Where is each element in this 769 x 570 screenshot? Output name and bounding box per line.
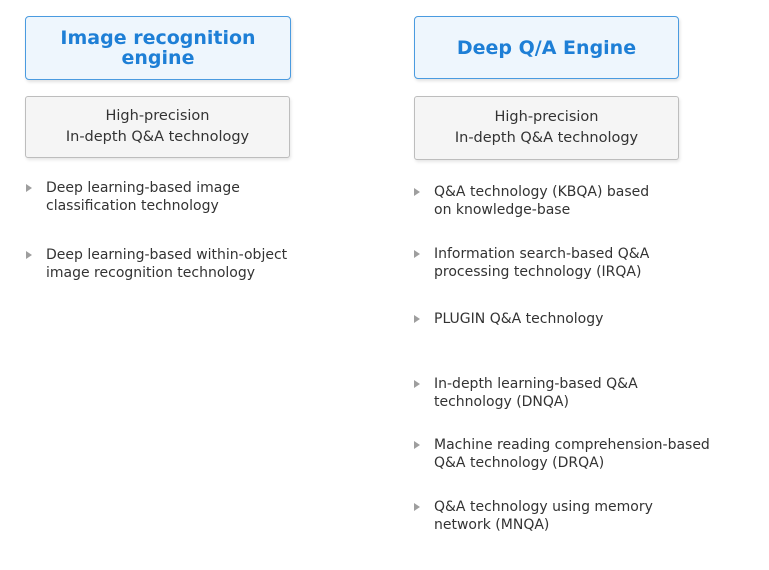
list-item: Q&A technology (KBQA) based on knowledge… xyxy=(414,183,649,219)
left-technology-list: Deep learning-based image classification… xyxy=(26,0,366,570)
list-item-text: Deep learning-based within-object image … xyxy=(46,247,288,281)
list-item-text: Machine reading comprehension-based Q&A … xyxy=(434,437,710,471)
bullet-arrow-icon xyxy=(414,503,420,511)
list-item-text: Deep learning-based image classification… xyxy=(46,180,240,214)
left-tech-box: High-precision In-depth Q&A technology xyxy=(25,96,290,158)
bullet-arrow-icon xyxy=(414,250,420,258)
bullet-arrow-icon xyxy=(414,441,420,449)
deep-qa-engine-box: Deep Q/A Engine xyxy=(414,16,679,79)
image-recognition-engine-box: Image recognition engine xyxy=(25,16,291,80)
bullet-arrow-icon xyxy=(414,188,420,196)
image-recognition-engine-title: Image recognition engine xyxy=(60,27,256,69)
list-item-text: PLUGIN Q&A technology xyxy=(434,311,604,327)
list-item: Information search-based Q&A processing … xyxy=(414,245,649,281)
list-item: Deep learning-based within-object image … xyxy=(26,246,287,282)
right-tech-title: High-precision In-depth Q&A technology xyxy=(454,109,639,146)
deep-qa-engine-title: Deep Q/A Engine xyxy=(456,36,637,59)
list-item: PLUGIN Q&A technology xyxy=(414,310,603,328)
list-item: In-depth learning-based Q&A technology (… xyxy=(414,375,638,411)
list-item-text: In-depth learning-based Q&A technology (… xyxy=(434,376,638,410)
bullet-arrow-icon xyxy=(26,184,32,192)
bullet-arrow-icon xyxy=(26,251,32,259)
list-item-text: Q&A technology using memory network (MNQ… xyxy=(434,499,653,533)
list-item-text: Information search-based Q&A processing … xyxy=(434,246,650,280)
list-item-text: Q&A technology (KBQA) based on knowledge… xyxy=(434,184,650,218)
right-tech-box: High-precision In-depth Q&A technology xyxy=(414,96,679,160)
list-item: Machine reading comprehension-based Q&A … xyxy=(414,436,710,472)
bullet-arrow-icon xyxy=(414,380,420,388)
list-item: Q&A technology using memory network (MNQ… xyxy=(414,498,653,534)
right-technology-list: Q&A technology (KBQA) based on knowledge… xyxy=(414,0,764,570)
list-item: Deep learning-based image classification… xyxy=(26,179,240,215)
bullet-arrow-icon xyxy=(414,315,420,323)
left-tech-title: High-precision In-depth Q&A technology xyxy=(65,108,250,145)
